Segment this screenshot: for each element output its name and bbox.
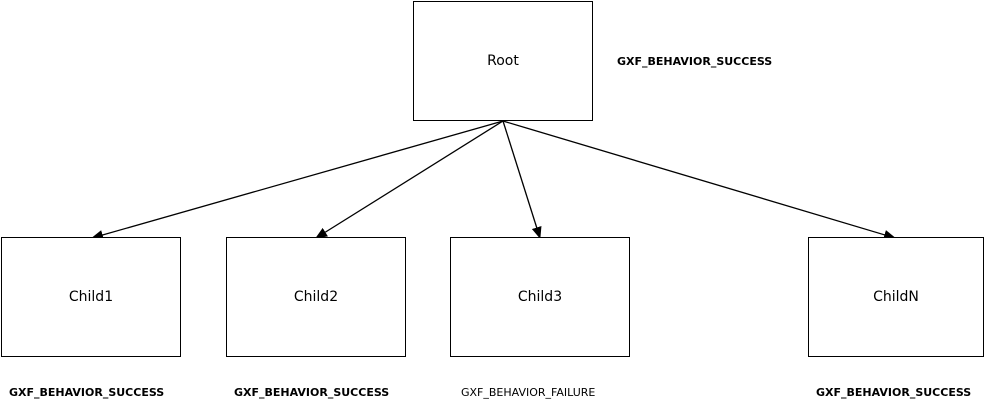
edge-root-childn [502, 120, 896, 240]
childn-node: ChildN [808, 237, 984, 357]
root-node-label: Root [487, 53, 519, 69]
child3-node-box [450, 237, 630, 357]
child1-node-label: Child1 [69, 289, 113, 305]
child1-node: Child1 [1, 237, 181, 357]
childn-node-box [808, 237, 984, 357]
edge-root-child1 [91, 120, 504, 240]
edge-root-child3 [502, 120, 542, 239]
edge-root-child2 [315, 120, 504, 239]
child1-node-box [1, 237, 181, 357]
child3-node-label: Child3 [518, 289, 562, 305]
child1-status-label: GXF_BEHAVIOR_SUCCESS [9, 386, 164, 399]
child2-node-label: Child2 [294, 289, 338, 305]
root-status-label: GXF_BEHAVIOR_SUCCESS [617, 55, 772, 68]
child3-status-label: GXF_BEHAVIOR_FAILURE [461, 386, 595, 399]
child2-node: Child2 [226, 237, 406, 357]
child2-node-box [226, 237, 406, 357]
childn-node-label: ChildN [873, 289, 919, 305]
childn-status-label: GXF_BEHAVIOR_SUCCESS [816, 386, 971, 399]
child2-status-label: GXF_BEHAVIOR_SUCCESS [234, 386, 389, 399]
root-node: Root [413, 1, 593, 121]
child3-node: Child3 [450, 237, 630, 357]
root-node-box [413, 1, 593, 121]
